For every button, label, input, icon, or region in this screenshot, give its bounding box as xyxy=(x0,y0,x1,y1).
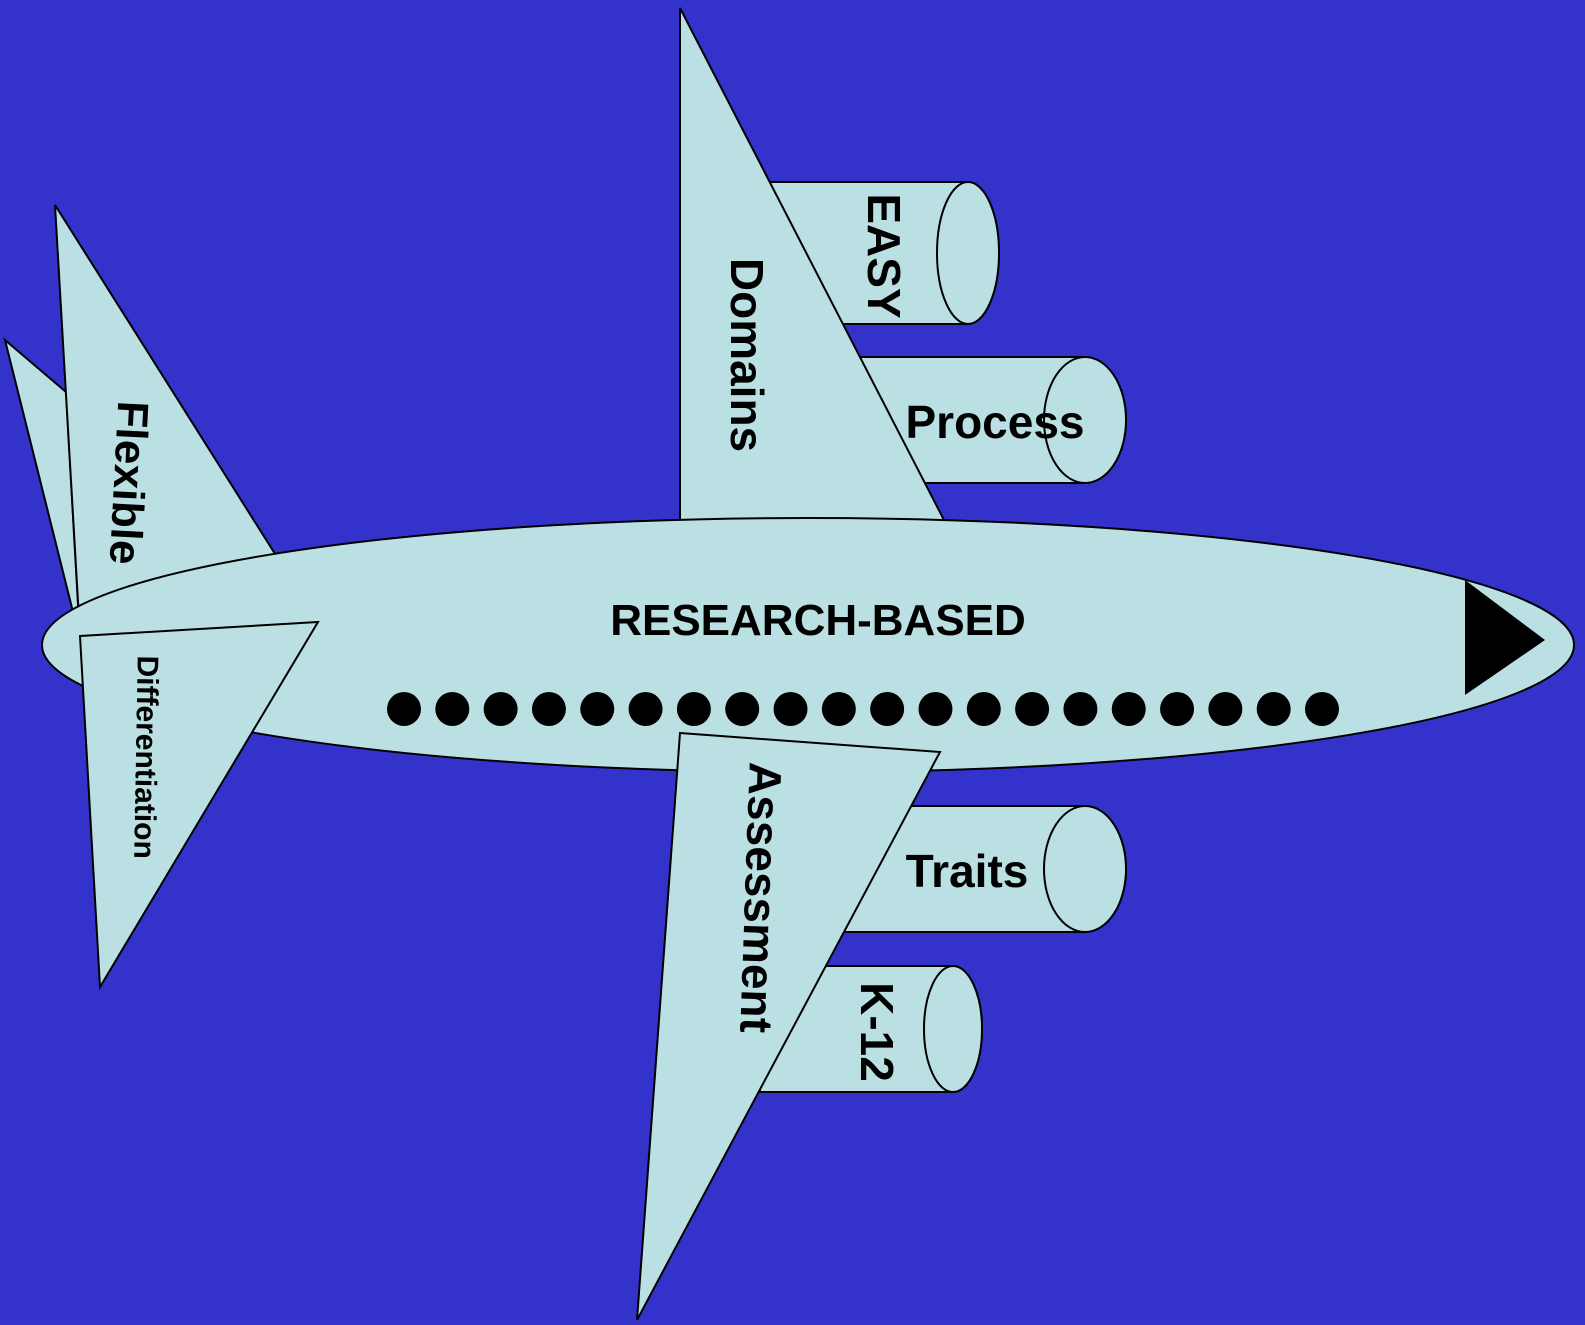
upper-wing-label: Domains xyxy=(721,258,773,452)
engine-easy-label: EASY xyxy=(858,193,910,318)
engine-process xyxy=(859,356,1127,484)
window-dot xyxy=(821,692,856,726)
engine-k12-label: K-12 xyxy=(851,982,903,1082)
engine-traits-label: Traits xyxy=(906,845,1029,897)
window-dot xyxy=(1111,692,1146,726)
window-row xyxy=(387,692,1339,726)
engine-easy xyxy=(769,181,1000,325)
window-dot xyxy=(1305,692,1339,726)
lower-wing xyxy=(636,731,942,1321)
window-dot xyxy=(435,692,470,726)
window-dot xyxy=(870,692,905,726)
window-dot xyxy=(580,692,615,726)
window-dot xyxy=(483,692,518,726)
window-dot xyxy=(1256,692,1291,726)
window-dot xyxy=(966,692,1001,726)
engine-k12 xyxy=(759,965,983,1093)
nose-cone-icon xyxy=(1465,580,1545,695)
window-dot xyxy=(387,692,421,726)
upper-tail-label: Flexible xyxy=(100,400,158,566)
window-dot xyxy=(1160,692,1195,726)
window-dot xyxy=(628,692,663,726)
window-dot xyxy=(676,692,711,726)
engine-process-label: Process xyxy=(905,396,1084,448)
lower-tail-fin xyxy=(78,620,320,991)
engine-traits xyxy=(839,805,1127,933)
window-dot xyxy=(1015,692,1050,726)
window-dot xyxy=(1063,692,1098,726)
window-dot xyxy=(918,692,953,726)
window-dot xyxy=(773,692,808,726)
lower-tail-label: Differentiation xyxy=(127,655,164,859)
lower-wing-label: Assessment xyxy=(730,761,791,1034)
window-dot xyxy=(725,692,760,726)
window-dot xyxy=(531,692,566,726)
window-dot xyxy=(1208,692,1243,726)
fuselage-label: RESEARCH-BASED xyxy=(610,596,1026,645)
